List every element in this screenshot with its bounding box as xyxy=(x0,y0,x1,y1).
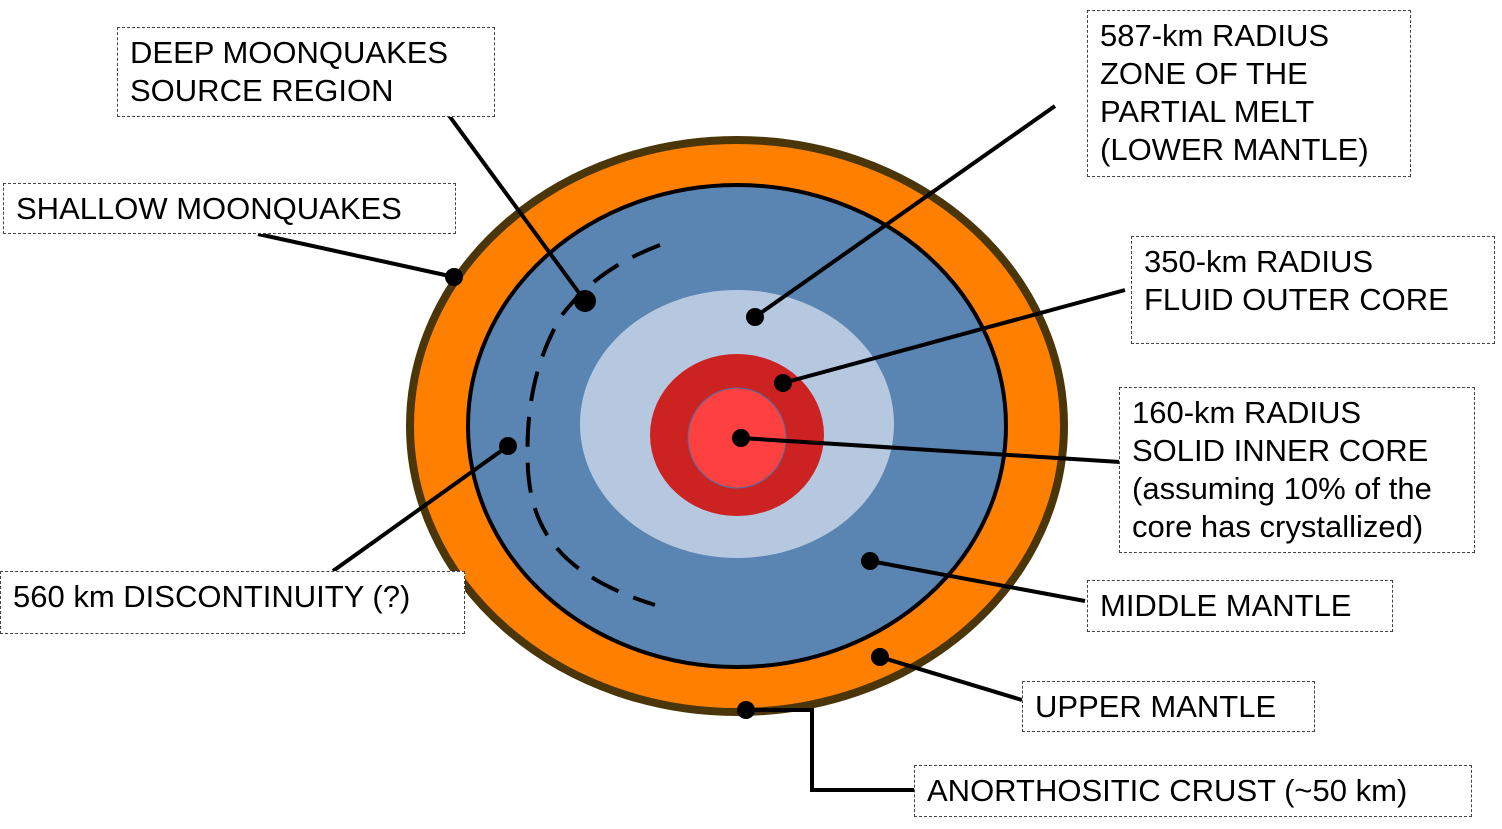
label-line: ZONE OF THE xyxy=(1100,56,1308,91)
dot-partial-melt xyxy=(746,308,764,326)
label-line: core has crystallized) xyxy=(1132,509,1424,544)
dot-shallow-moonquakes xyxy=(445,268,463,286)
dot-outer-core xyxy=(774,374,792,392)
dot-deep-moonquakes xyxy=(574,290,596,312)
label-line: ANORTHOSITIC CRUST (~50 km) xyxy=(927,773,1408,808)
label-middle-mantle: MIDDLE MANTLE xyxy=(1087,580,1393,632)
label-line: FLUID OUTER CORE xyxy=(1144,282,1449,317)
label-upper-mantle: UPPER MANTLE xyxy=(1022,681,1315,732)
label-crust: ANORTHOSITIC CRUST (~50 km) xyxy=(914,765,1472,817)
dot-middle-mantle xyxy=(861,552,879,570)
leader-upper-mantle xyxy=(879,655,1023,702)
dot-discontinuity xyxy=(499,437,517,455)
label-inner-core: 160-km RADIUS SOLID INNER CORE (assuming… xyxy=(1119,387,1475,553)
label-line: MIDDLE MANTLE xyxy=(1100,588,1352,623)
discontinuity-dashed-arc xyxy=(525,243,661,607)
leader-discontinuity xyxy=(331,444,510,573)
label-line: SHALLOW MOONQUAKES xyxy=(16,191,402,226)
label-shallow-moonquakes: SHALLOW MOONQUAKES xyxy=(3,183,456,234)
leader-deep-moonquakes xyxy=(440,104,587,303)
leader-partial-melt xyxy=(753,104,1057,319)
label-line: (LOWER MANTLE) xyxy=(1100,132,1369,167)
label-line: 587-km RADIUS xyxy=(1100,18,1330,53)
label-line: (assuming 10% of the xyxy=(1132,471,1432,506)
label-line: DEEP MOONQUAKES xyxy=(130,35,449,70)
label-deep-moonquakes: DEEP MOONQUAKES SOURCE REGION xyxy=(117,27,495,117)
label-line: 560 km DISCONTINUITY (?) xyxy=(13,579,411,614)
dot-upper-mantle xyxy=(871,648,889,666)
leader-outer-core xyxy=(782,288,1126,385)
dot-crust xyxy=(737,701,755,719)
leader-middle-mantle xyxy=(869,559,1086,603)
label-line: UPPER MANTLE xyxy=(1035,689,1277,724)
leader-inner-core xyxy=(740,436,1121,464)
leader-crust xyxy=(746,708,916,792)
label-partial-melt: 587-km RADIUS ZONE OF THE PARTIAL MELT (… xyxy=(1087,10,1411,177)
label-discontinuity: 560 km DISCONTINUITY (?) xyxy=(0,571,465,634)
label-line: SOLID INNER CORE xyxy=(1132,433,1429,468)
label-line: PARTIAL MELT xyxy=(1100,94,1315,129)
label-outer-core: 350-km RADIUS FLUID OUTER CORE xyxy=(1131,236,1495,344)
label-line: 160-km RADIUS xyxy=(1132,395,1362,430)
dot-inner-core xyxy=(732,429,750,447)
label-line: SOURCE REGION xyxy=(130,73,394,108)
label-line: 350-km RADIUS xyxy=(1144,244,1374,279)
leader-shallow-moonquakes xyxy=(257,232,455,279)
